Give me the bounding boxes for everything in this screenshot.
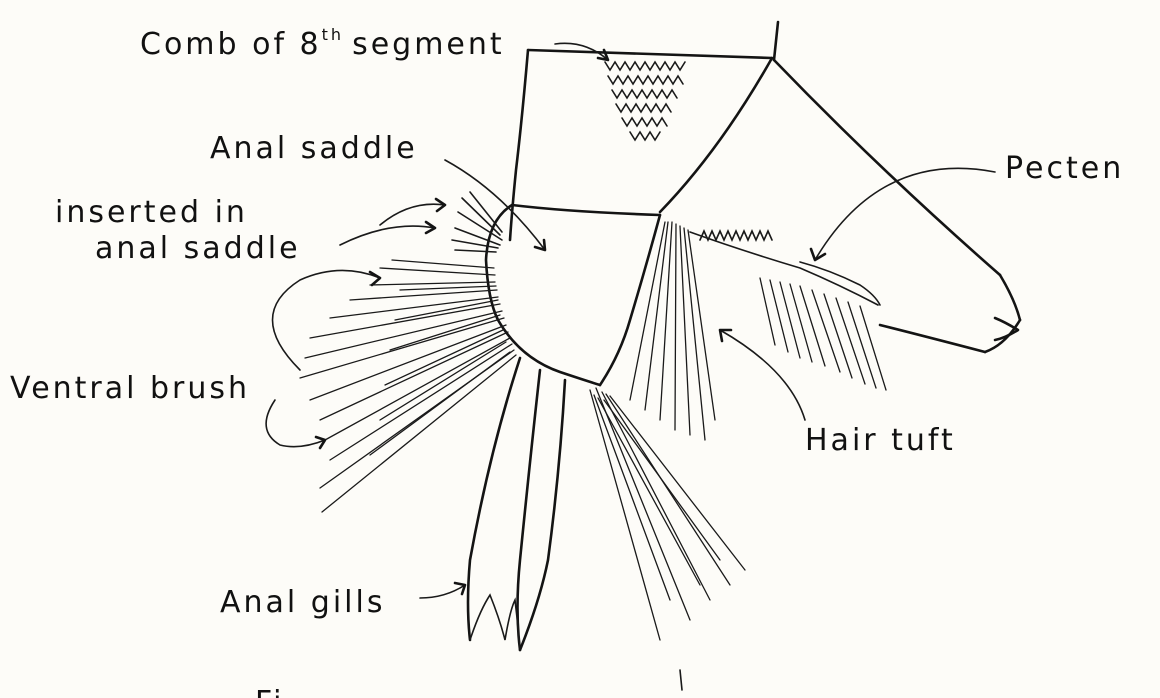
figure-caption-fragment: Fi bbox=[255, 685, 284, 698]
inserted-label-line1: inserted in bbox=[55, 195, 248, 230]
saddle-hairs bbox=[452, 192, 502, 252]
ventral-brush bbox=[300, 260, 516, 512]
anal-saddle-label: Anal saddle bbox=[210, 131, 418, 166]
stray-marks bbox=[680, 670, 682, 690]
hair-tuft-leader-arrow bbox=[720, 330, 805, 420]
comb-scales bbox=[605, 62, 685, 140]
anal-gills bbox=[468, 358, 745, 650]
anal-gills-leader-arrow bbox=[420, 583, 465, 598]
pecten-teeth bbox=[690, 231, 880, 305]
abdomen-segment-outline bbox=[510, 22, 778, 240]
anal-saddle-leader-arrow bbox=[445, 160, 545, 250]
siphon-outline bbox=[774, 60, 1020, 352]
ventral-brush-label: Ventral brush bbox=[10, 371, 250, 406]
anal-gills-label: Anal gills bbox=[220, 585, 385, 620]
inserted-leader-arrows bbox=[340, 199, 445, 245]
pecten-label: Pecten bbox=[1005, 151, 1124, 186]
inserted-label-line2: anal saddle bbox=[95, 231, 301, 266]
hair-tuft-label: Hair tuft bbox=[805, 423, 956, 458]
